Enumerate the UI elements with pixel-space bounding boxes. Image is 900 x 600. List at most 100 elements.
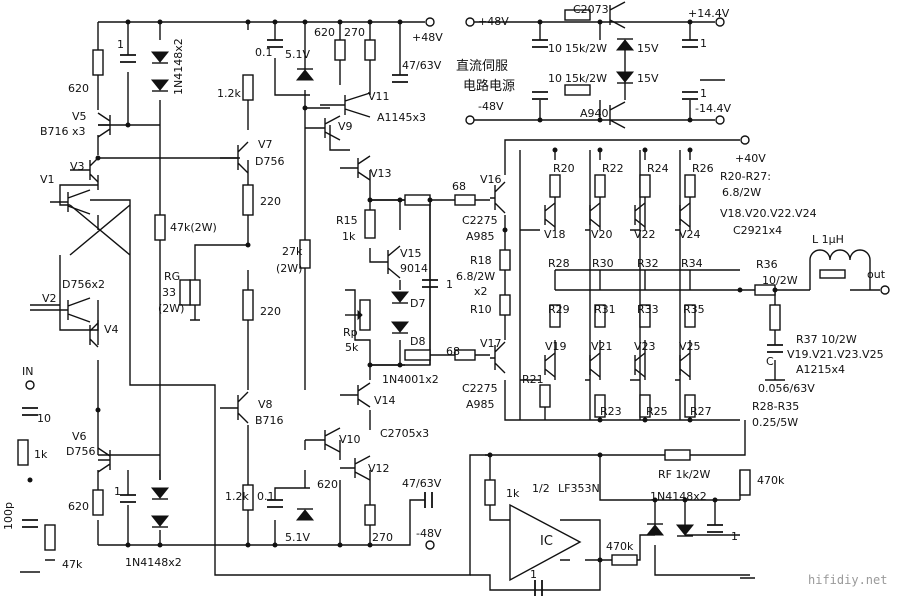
label: V12 (368, 462, 390, 475)
label: LF353N (558, 482, 600, 495)
label: R32 (637, 257, 659, 270)
resistor (564, 9, 591, 21)
transistor-icon (609, 101, 626, 129)
resistor (242, 74, 254, 101)
opamp-icon (509, 503, 582, 582)
label: 470k (606, 540, 634, 553)
label: 1.2k (225, 490, 249, 503)
diode-icon (390, 291, 410, 303)
label: R33 (637, 303, 659, 316)
diode-icon (150, 51, 170, 63)
label: A1215x4 (796, 363, 845, 376)
resistor (549, 304, 561, 328)
label: 220 (260, 305, 281, 318)
label: 33 (162, 286, 176, 299)
label: C2921x4 (733, 224, 782, 237)
label: Rp (343, 326, 358, 339)
diode-icon (675, 524, 695, 536)
label: V14 (374, 394, 396, 407)
label: 0.25/5W (752, 416, 798, 429)
label: 270 (372, 531, 393, 544)
diode-icon (645, 524, 665, 536)
label: 1N4148x2 (650, 490, 707, 503)
transistor-icon (305, 427, 341, 453)
label: C (766, 355, 774, 368)
resistor (611, 554, 638, 566)
label: R20 (553, 162, 575, 175)
label: 270 (344, 26, 365, 39)
label: 1 (530, 568, 537, 581)
terminal-output (880, 285, 890, 295)
label: R31 (594, 303, 616, 316)
transistors (30, 1, 691, 481)
label: R26 (692, 162, 714, 175)
label: 5k (345, 341, 359, 354)
label: 620 (314, 26, 335, 39)
label: V11 (368, 90, 390, 103)
diode-icon (150, 487, 170, 499)
label: R10 (470, 303, 492, 316)
resistor (594, 304, 606, 328)
label: V5 (72, 110, 87, 123)
diode-icon (390, 321, 410, 333)
label: R23 (600, 405, 622, 418)
resistor (92, 49, 104, 76)
resistor (242, 289, 254, 321)
label: C2275 (462, 382, 498, 395)
resistor (499, 294, 511, 316)
label: B716 (255, 414, 284, 427)
label: A940 (580, 107, 609, 120)
label: R28 (548, 257, 570, 270)
resistor (454, 194, 476, 206)
label: A985 (466, 398, 495, 411)
label: IC (540, 534, 553, 549)
label: V21 (591, 340, 613, 353)
resistor (564, 84, 591, 96)
label: V8 (258, 398, 273, 411)
label: 1 (700, 37, 707, 50)
label: R15 (336, 214, 358, 227)
label: R29 (548, 303, 570, 316)
label: R25 (646, 405, 668, 418)
label: 15V (637, 72, 659, 85)
label: R36 (756, 258, 778, 271)
diode-icon (150, 79, 170, 91)
label: out (867, 268, 886, 281)
label: 68 (446, 345, 460, 358)
resistor (44, 524, 56, 551)
label: 1k (506, 487, 520, 500)
label: 10 (548, 72, 562, 85)
transistor-icon (380, 245, 401, 279)
label: -14.4V (695, 102, 731, 115)
label: 15V (637, 42, 659, 55)
label: +14.4V (688, 7, 730, 20)
resistor (639, 174, 651, 198)
label: x2 (474, 285, 488, 298)
label: R27 (690, 405, 712, 418)
label: 5.1V (285, 48, 310, 61)
label: V17 (480, 337, 502, 350)
resistor (484, 479, 496, 506)
zener-icon (615, 71, 635, 83)
label: 1 (731, 530, 738, 543)
transistor-icon (340, 382, 371, 408)
label: (2W) (276, 262, 302, 275)
resistor (684, 394, 696, 418)
transistor-icon (305, 115, 341, 141)
junction-dots (27, 19, 778, 563)
label: V4 (104, 323, 119, 336)
resistor (334, 39, 346, 61)
resistor (499, 249, 511, 271)
resistor (179, 279, 191, 306)
zener-icon (615, 39, 635, 51)
wiring (30, 21, 880, 591)
label: R34 (681, 257, 703, 270)
transistor-icon (609, 1, 626, 29)
label: V16 (480, 173, 502, 186)
label: 220 (260, 195, 281, 208)
resistor (684, 174, 696, 198)
transistor-icon (490, 181, 506, 214)
label: IN (22, 365, 33, 378)
transistor-icon (97, 112, 111, 138)
resistor (739, 469, 751, 496)
